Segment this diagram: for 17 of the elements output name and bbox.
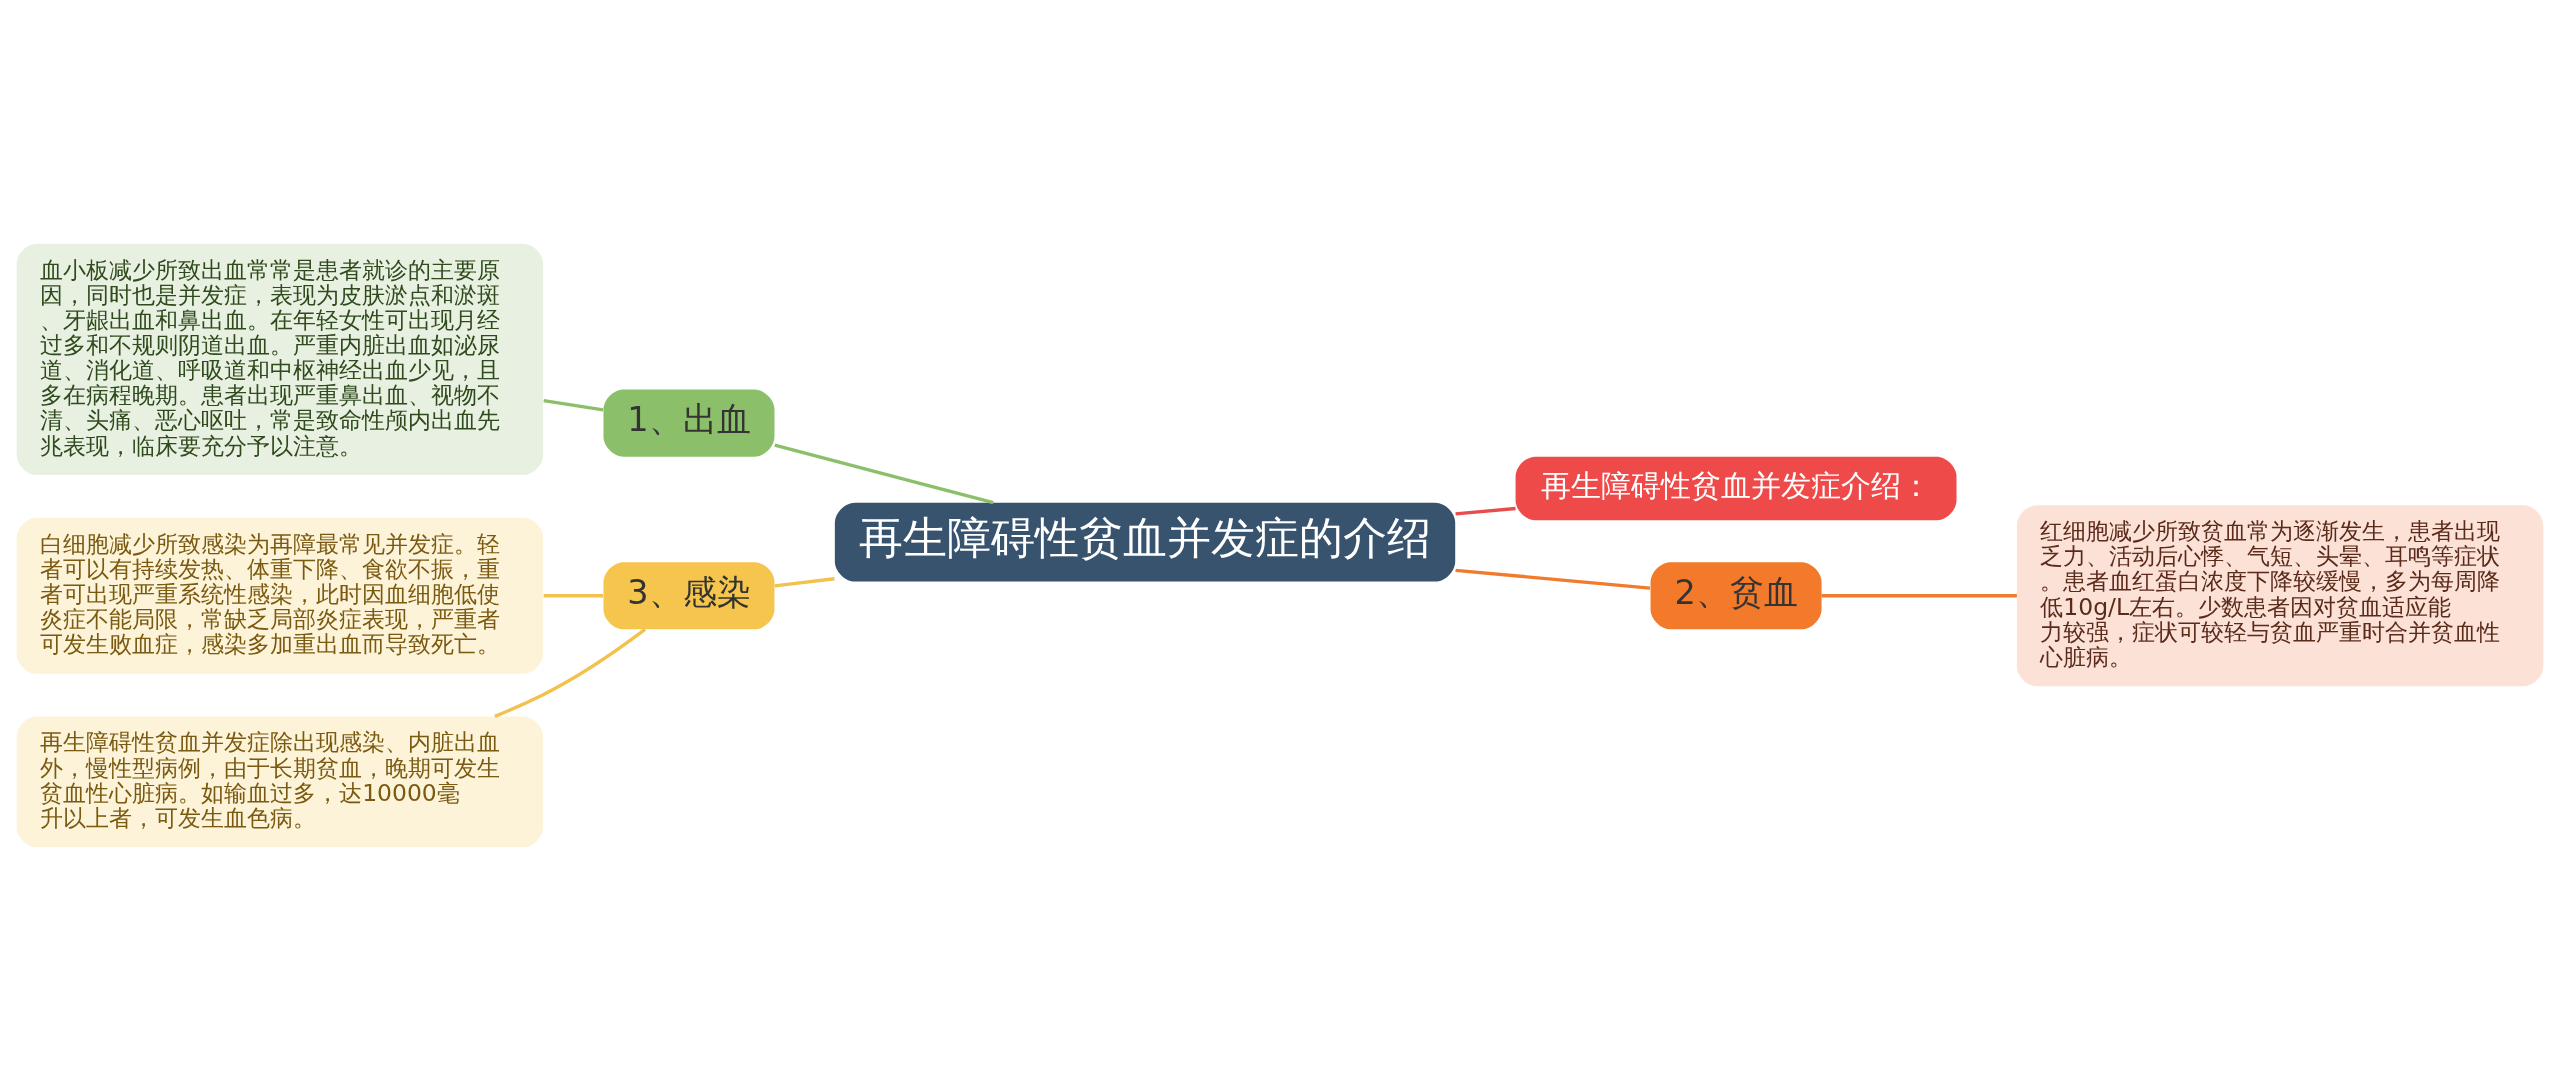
- connector: [774, 577, 835, 588]
- connector: [1455, 506, 1516, 516]
- connector: [543, 594, 604, 598]
- connector: [1455, 568, 1651, 590]
- node-box: 1、出血: [603, 389, 775, 457]
- node-box: 再生障碍性贫血并发症除出现感染、内脏出血外，慢性型病例，由于长期贫血，晚期可发生贫血性心脏病。如输血过多，达10000毫升以上者，可发生血色病。: [16, 716, 544, 848]
- connector: [774, 443, 994, 505]
- connector: [543, 398, 604, 412]
- node-box: 再生障碍性贫血并发症的介绍: [834, 502, 1456, 582]
- connector: [1821, 594, 2017, 598]
- node-box: 3、感染: [603, 562, 775, 630]
- node-box: 血小板减少所致出血常常是患者就诊的主要原因，同时也是并发症，表现为皮肤淤点和淤斑、牙龈出血和鼻出血。在年轻女性可出现月经过多和不规则阴道出血。严重内脏出血如泌尿道、消化道、呼吸道和中枢神经出血少见，且多在病程晚期。患者出现严重鼻出血、视物不清、头痛、恶心呕吐，常是致命性颅内出血先兆表现，临床要充分予以注意。: [16, 243, 544, 476]
- node-box: 红细胞减少所致贫血常为逐渐发生，患者出现乏力、活动后心悸、气短、头晕、耳鸣等症状。患者血红蛋白浓度下降较缓慢，多为每周降低10g/L左右。少数患者因对贫血适应能力较强，症状可较轻与贫血严重时合并贫血性心脏病。: [2016, 505, 2544, 687]
- node-box: 再生障碍性贫血并发症介绍：: [1515, 456, 1957, 521]
- connector: [494, 628, 647, 718]
- node-box: 白细胞减少所致感染为再障最常见并发症。轻者可以有持续发热、体重下降、食欲不振，重者可出现严重系统性感染，此时因血细胞低使炎症不能局限，常缺乏局部炎症表现，严重者可发生败血症，感染多加重出血而导致死亡。: [16, 517, 544, 674]
- node-box: 2、贫血: [1650, 562, 1822, 630]
